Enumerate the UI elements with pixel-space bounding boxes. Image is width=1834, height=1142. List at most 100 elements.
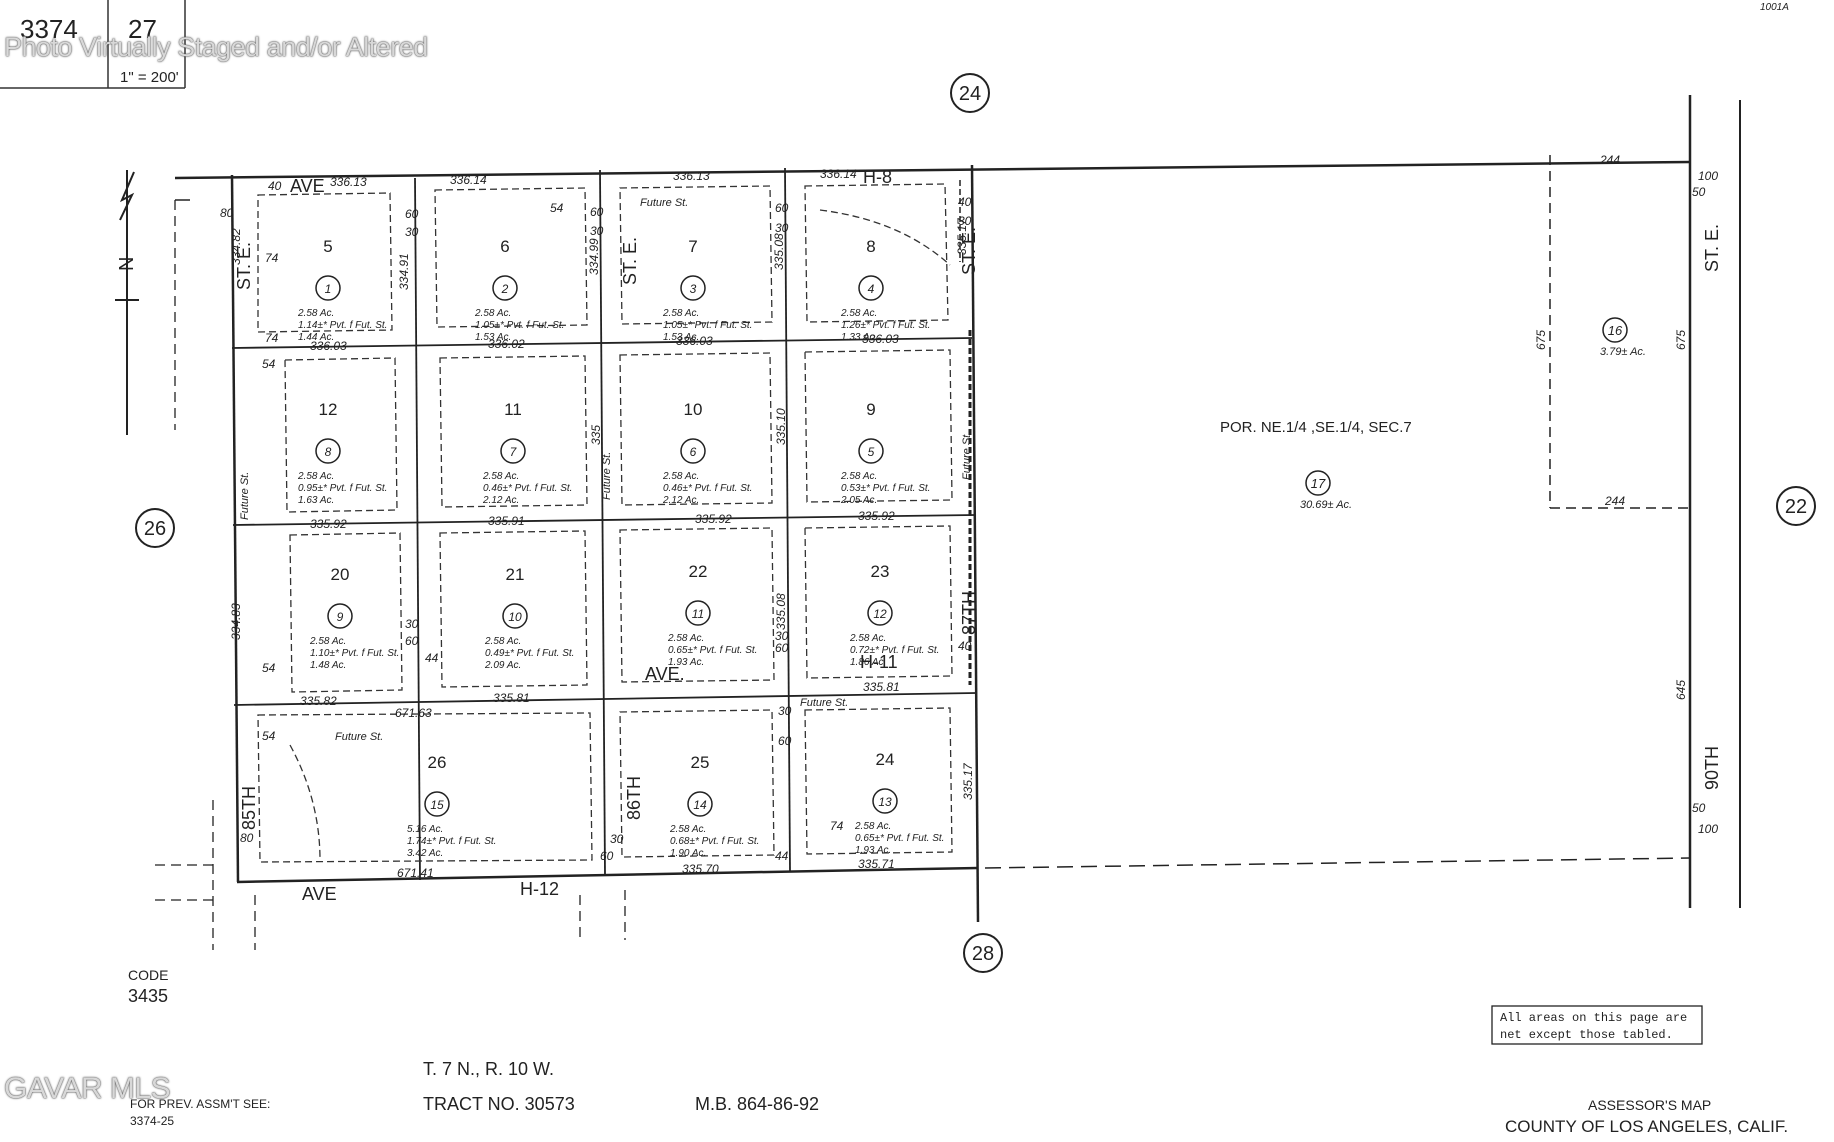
parcel-number-circle — [424, 791, 450, 817]
parcel-area-line: 2.58 Ac. — [669, 824, 706, 835]
svg-text:16: 16 — [1608, 323, 1623, 338]
lot-number: 25 — [691, 753, 710, 772]
svg-text:334.82: 334.82 — [229, 228, 243, 265]
lot-number: 22 — [689, 562, 708, 581]
svg-text:24: 24 — [959, 83, 981, 105]
svg-text:671.41: 671.41 — [397, 866, 434, 880]
parcel-number: 10 — [508, 610, 522, 624]
street-labels: AVE H-8 ST. E. ST. E. ST. E. ST. E. AVE.… — [234, 167, 1722, 904]
svg-text:334.99: 334.99 — [587, 238, 601, 275]
svg-text:335.71: 335.71 — [858, 857, 895, 871]
svg-text:50: 50 — [1692, 185, 1706, 199]
township-range: T. 7 N., R. 10 W. — [423, 1059, 554, 1079]
lot-setback-lines — [257, 183, 953, 863]
parcel-area-line: 2.09 Ac. — [484, 660, 521, 671]
svg-text:335.08: 335.08 — [772, 233, 786, 270]
parcel-area-line: 1.14±* Pvt. f Fut. St. — [298, 320, 387, 331]
lot-number: 6 — [500, 237, 509, 256]
parcel-area-line: 0.46±* Pvt. f Fut. St. — [483, 483, 572, 494]
lot-number: 20 — [331, 565, 350, 584]
svg-text:60: 60 — [778, 734, 792, 748]
virtual-staging-watermark: Photo Virtually Staged and/or Altered — [4, 32, 428, 62]
future-st-note: Future St. — [601, 452, 613, 500]
svg-text:336.13: 336.13 — [330, 175, 367, 189]
street-st-e-3: ST. E. — [959, 227, 979, 275]
neighbor-west: 26 — [135, 508, 175, 548]
svg-text:60: 60 — [600, 849, 614, 863]
parcel-number-circle — [315, 438, 341, 464]
svg-text:26: 26 — [144, 518, 166, 540]
net-area-note-line1: All areas on this page are — [1500, 1011, 1687, 1025]
future-st-note: Future St. — [640, 197, 688, 209]
parcel-16: 16 3.79± Ac. — [1600, 317, 1646, 358]
lot-number: 7 — [688, 237, 697, 256]
svg-text:645: 645 — [1674, 680, 1688, 700]
parcel-area-line: 1.44 Ac. — [298, 332, 334, 343]
lot-number: 21 — [506, 565, 525, 584]
street-ave-h8-right: H-8 — [863, 167, 892, 187]
svg-text:17: 17 — [1311, 476, 1326, 491]
svg-text:44: 44 — [775, 849, 789, 863]
parcel-area-line: 1.74±* Pvt. f Fut. St. — [407, 836, 496, 847]
parcel-area-line: 2.58 Ac. — [484, 636, 521, 647]
tract-number: TRACT NO. 30573 — [423, 1094, 575, 1114]
parcel-number: 8 — [325, 445, 332, 459]
map-book-number: 3374 — [20, 14, 78, 44]
lot-number: 12 — [319, 400, 338, 419]
future-st-note: Future St. — [335, 731, 383, 743]
svg-text:335.92: 335.92 — [858, 509, 895, 523]
parcel-7: 732.58 Ac.1.05±* Pvt. f Fut. St.1.53 Ac. — [662, 237, 752, 343]
parcel-number-circle — [858, 438, 884, 464]
street-ave-h12-left: AVE — [302, 884, 337, 904]
top-right-code: 1001A — [1760, 2, 1789, 13]
parcel-number: 1 — [325, 282, 332, 296]
code-value: 3435 — [128, 986, 168, 1006]
parcel-number: 5 — [868, 445, 875, 459]
parcel-area-line: 2.58 Ac. — [667, 633, 704, 644]
code-label: CODE — [128, 967, 168, 983]
svg-text:74: 74 — [265, 331, 279, 345]
svg-text:74: 74 — [830, 819, 844, 833]
svg-text:44: 44 — [425, 651, 439, 665]
parcel-area-line: 2.58 Ac. — [474, 308, 511, 319]
parcel-area-line: 1.05±* Pvt. f Fut. St. — [475, 320, 564, 331]
svg-text:30: 30 — [958, 214, 972, 228]
parcel-8: 842.58 Ac.1.26±* Pvt. f Fut. St.1.33 Ac. — [840, 237, 930, 343]
future-street-notes: Future St. Future St. Future St. Future … — [239, 197, 973, 743]
parcel-number: 12 — [873, 607, 887, 621]
neighbor-south: 28 — [963, 933, 1003, 973]
street-ave-h12-right: H-12 — [520, 879, 559, 899]
parcel-17: POR. NE.1/4 ,SE.1/4, SEC.7 17 30.69± Ac. — [1220, 419, 1412, 511]
parcel-number-circle — [327, 603, 353, 629]
page-reference-box: 3374 27 1" = 200' — [0, 0, 186, 89]
svg-text:335.70: 335.70 — [682, 862, 719, 876]
assessor-map-title: ASSESSOR'S MAP — [1588, 1097, 1711, 1113]
svg-text:336.14: 336.14 — [820, 167, 857, 181]
svg-text:54: 54 — [262, 729, 276, 743]
svg-text:335.10: 335.10 — [774, 408, 788, 445]
parcel-number-circle — [500, 438, 526, 464]
parcel-layer: 5 1 2.58 Ac. 1.14±* Pvt. f Fut. St.1.44 Ac.… — [297, 237, 944, 859]
svg-text:N: N — [116, 257, 138, 271]
svg-text:60: 60 — [775, 201, 789, 215]
svg-text:335.81: 335.81 — [493, 691, 530, 705]
street-ave-h11-right: H-11 — [860, 652, 898, 672]
svg-text:671.63: 671.63 — [395, 706, 432, 720]
parcel-area-line: 5.16 Ac. — [407, 824, 443, 835]
parcel-17-label: POR. NE.1/4 ,SE.1/4, SEC.7 — [1220, 419, 1412, 436]
parcel-area-line: 2.58 Ac. — [854, 821, 891, 832]
parcel-number-circle — [502, 603, 528, 629]
svg-text:30: 30 — [590, 224, 604, 238]
svg-text:80: 80 — [220, 206, 234, 220]
svg-text:335.81: 335.81 — [863, 680, 900, 694]
parcel-area-line: 0.68±* Pvt. f Fut. St. — [670, 836, 759, 847]
scale-label: 1" = 200' — [120, 69, 179, 86]
parcel-number: 14 — [693, 798, 707, 812]
svg-text:30: 30 — [775, 221, 789, 235]
